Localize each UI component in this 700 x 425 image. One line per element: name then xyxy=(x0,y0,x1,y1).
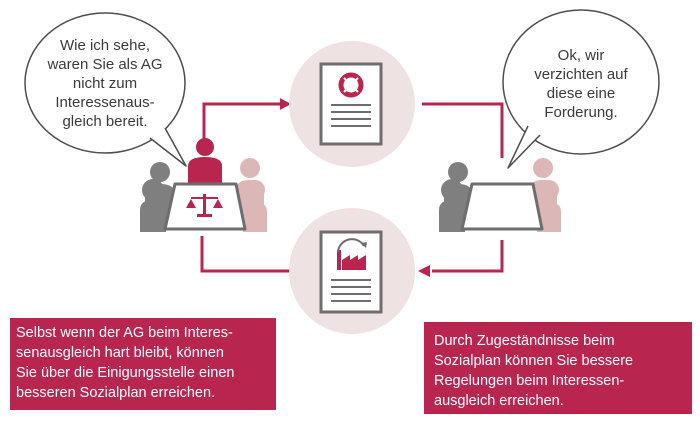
bubble-left-line: nicht zum xyxy=(72,75,138,92)
bubble-left-line: Wie ich sehe, xyxy=(59,37,151,54)
connector-bottom-left xyxy=(200,236,290,273)
bubble-right-line: Forderung. xyxy=(544,104,618,121)
note-left-line: Sie über die Einigungsstelle einen xyxy=(16,365,235,381)
connector-top-left xyxy=(202,102,282,148)
note-right-line: Sozialplan können Sie bessere xyxy=(434,353,634,369)
document-with-factory-icon xyxy=(319,230,383,314)
arrow-head-bottom xyxy=(418,265,430,277)
speech-bubble-right-text: Ok, wir verzichten auf diese eine Forder… xyxy=(508,46,654,122)
person-center xyxy=(188,138,222,184)
person-right-group-dark-front xyxy=(439,179,465,232)
speech-bubble-right xyxy=(502,9,660,169)
speech-bubble-left xyxy=(24,12,187,167)
note-left-line: besseren Sozialplan erreichen. xyxy=(16,385,216,401)
note-left-line: Selbst wenn der AG beim Interes- xyxy=(16,325,233,341)
bubble-left-line: waren Sie als AG xyxy=(47,56,163,73)
person-right-front xyxy=(243,180,267,232)
connector-bottom-right xyxy=(432,240,504,273)
bubble-right-line: diese eine xyxy=(546,85,616,102)
negotiation-group-icon xyxy=(439,158,561,232)
note-right-line: Regelungen beim Interessen- xyxy=(434,373,625,389)
bubble-left-line: Interessenaus- xyxy=(55,94,155,111)
document-with-lifebuoy-icon xyxy=(319,62,383,146)
note-right-line: ausgleich erreichen. xyxy=(434,393,564,409)
bubble-right-line: verzichten auf xyxy=(534,66,628,83)
person-right-group-light-front xyxy=(537,180,561,232)
arrow-head-top xyxy=(280,98,291,110)
note-right-line: Durch Zugeständnisse beim xyxy=(434,333,615,349)
connector-lines xyxy=(200,102,504,273)
connector-top-right xyxy=(422,102,504,158)
scales-icon xyxy=(186,194,223,217)
speech-bubble-left-text: Wie ich sehe, waren Sie als AG nicht zum… xyxy=(30,36,180,131)
bubble-left-line: gleich bereit. xyxy=(62,113,148,130)
note-right: Durch Zugeständnisse beim Sozialplan kön… xyxy=(424,322,692,414)
person-left-front xyxy=(140,179,166,232)
note-left-line: senausgleich hart bleibt, können xyxy=(16,345,224,361)
bubble-right-line: Ok, wir xyxy=(557,47,605,64)
note-left: Selbst wenn der AG beim Interes- senausg… xyxy=(10,318,276,410)
negotiation-group-with-scales-icon xyxy=(140,138,267,232)
negotiation-table-right xyxy=(460,182,544,231)
